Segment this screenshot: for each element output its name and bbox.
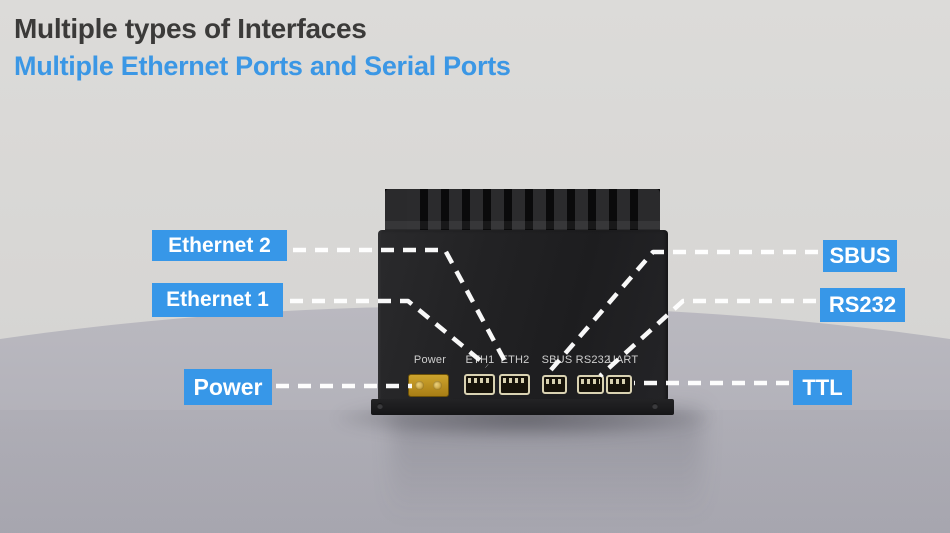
callout-ethernet1: Ethernet 1 <box>152 283 283 317</box>
page-title: Multiple types of Interfaces <box>14 13 367 44</box>
panel-label-eth2: ETH2 <box>500 354 530 366</box>
base-screw-hole-right <box>652 403 658 409</box>
panel-label-uart: UART <box>607 354 639 366</box>
callout-sbus: SBUS <box>823 240 897 272</box>
power-pin-2 <box>433 381 442 390</box>
base-screw-hole-left <box>377 403 383 409</box>
heatsink-end-cap-right <box>638 189 660 233</box>
power-connector-xt30 <box>408 374 449 397</box>
sbus-connector <box>542 375 567 394</box>
eth1-connector <box>464 374 495 395</box>
callout-ttl: TTL <box>793 370 852 405</box>
eth2-connector <box>499 374 530 395</box>
heatsink-fin-strip <box>407 189 638 233</box>
heatsink-end-cap-left <box>385 189 407 233</box>
rs232-pins <box>581 379 600 384</box>
uart-connector <box>606 375 632 394</box>
callout-ethernet2: Ethernet 2 <box>152 230 287 261</box>
eth1-pins <box>468 378 491 383</box>
rs232-connector <box>577 375 604 394</box>
eth2-pins <box>503 378 526 383</box>
panel-label-power: Power <box>413 354 447 366</box>
panel-label-sbus: SBUS <box>541 354 573 366</box>
uart-pins <box>610 379 628 384</box>
callout-rs232: RS232 <box>820 288 905 322</box>
heatsink-fins <box>385 189 660 233</box>
callout-power: Power <box>184 369 272 405</box>
sbus-pins <box>546 379 563 384</box>
panel-label-eth1: ETH1 <box>465 354 495 366</box>
device-mounting-base <box>371 399 674 415</box>
power-pin-1 <box>415 381 424 390</box>
page-subtitle: Multiple Ethernet Ports and Serial Ports <box>14 51 511 81</box>
